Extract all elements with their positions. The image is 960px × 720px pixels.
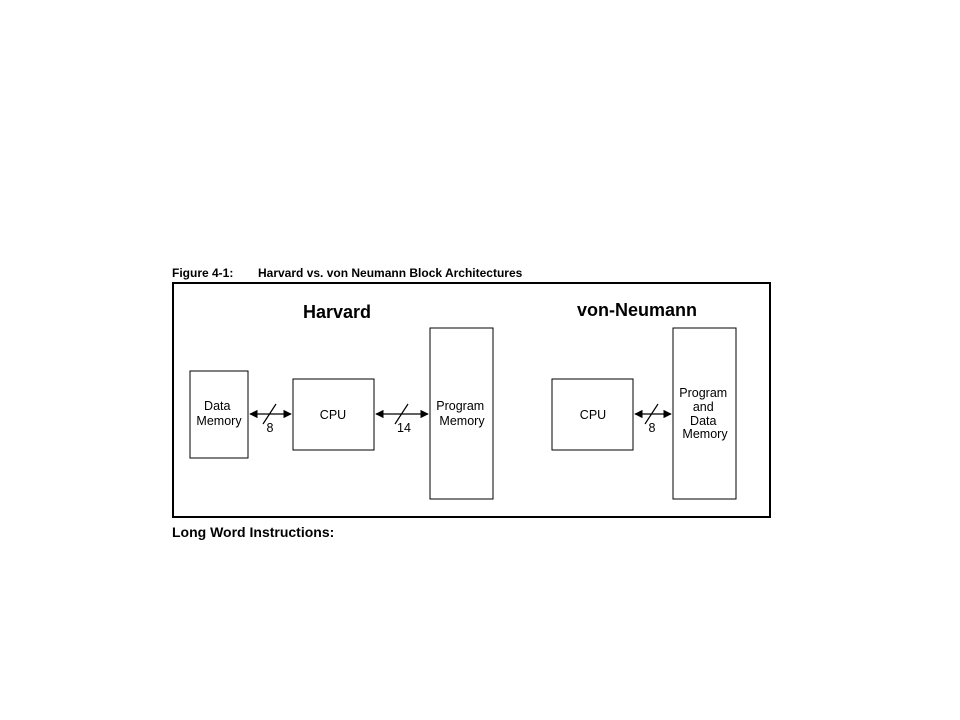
harvard-program-memory-label-1: Program <box>436 399 484 413</box>
harvard-data-bus: 8 <box>249 403 292 435</box>
von-neumann-memory-label-2: and <box>693 400 714 414</box>
figure-caption: Figure 4-1: Harvard vs. von Neumann Block… <box>172 266 522 280</box>
harvard-heading: Harvard <box>303 302 371 322</box>
harvard-program-memory-block: Program Memory <box>429 327 494 500</box>
harvard-program-memory-box <box>429 327 494 500</box>
von-neumann-memory-block: Program and Data Memory <box>672 327 737 500</box>
figure-frame <box>172 282 771 518</box>
harvard-cpu-box <box>292 378 375 451</box>
von-neumann-heading: von-Neumann <box>577 300 697 320</box>
von-neumann-memory-label-4: Memory <box>682 427 728 441</box>
harvard-program-bus-width: 14 <box>397 421 411 435</box>
von-neumann-cpu-box <box>551 378 634 451</box>
svg-text:Data Memory: Data Memory <box>196 399 242 428</box>
harvard-cpu-block: CPU <box>292 378 375 451</box>
harvard-data-memory-box <box>189 370 249 459</box>
harvard-program-memory-label-2: Memory <box>439 414 485 428</box>
von-neumann-cpu-label: CPU <box>580 408 606 422</box>
harvard-program-bus: 14 <box>375 403 429 435</box>
von-neumann-cpu-block: CPU <box>551 378 634 451</box>
harvard-data-bus-width: 8 <box>267 421 274 435</box>
svg-text:Program Memory: Program Memory <box>436 399 487 428</box>
von-neumann-memory-box <box>672 327 737 500</box>
svg-text:Program and Data: Program and Data Memory <box>679 386 730 441</box>
von-neumann-bus: 8 <box>634 403 672 435</box>
harvard-data-memory-label-1: Data <box>204 399 230 413</box>
von-neumann-memory-label-1: Program <box>679 386 727 400</box>
harvard-data-memory-block: Data Memory <box>189 370 249 459</box>
harvard-cpu-label: CPU <box>320 408 346 422</box>
figure-number: Figure 4-1: <box>172 266 234 280</box>
long-word-instructions-heading: Long Word Instructions: <box>172 524 335 540</box>
von-neumann-bus-width: 8 <box>649 421 656 435</box>
von-neumann-memory-label-3: Data <box>690 414 716 428</box>
figure-title: Harvard vs. von Neumann Block Architectu… <box>258 266 523 280</box>
harvard-data-memory-label-2: Memory <box>196 414 242 428</box>
